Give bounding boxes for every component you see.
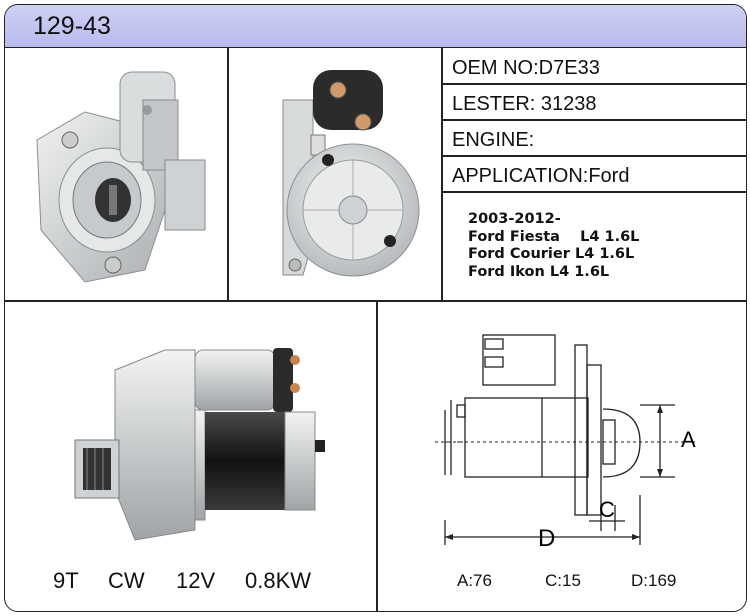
divider	[441, 191, 746, 193]
application-item: 2003-2012-	[468, 211, 561, 227]
starter-front-photo	[36, 71, 206, 283]
divider	[441, 47, 443, 301]
application-item: Ford Courier L4 1.6L	[468, 246, 635, 262]
header-bar: 129-43	[5, 5, 746, 48]
spec-sheet: 129-43	[4, 4, 747, 612]
divider	[5, 300, 746, 302]
oem-number: OEM NO:D7E33	[452, 57, 600, 79]
dimension-c: C:15	[545, 571, 581, 590]
rating-power: 0.8KW	[245, 568, 312, 593]
application-item: Ford Fiesta L4 1.6L	[468, 228, 640, 245]
rating-voltage: 12V	[176, 568, 216, 593]
diagram-label-d: D	[538, 525, 556, 552]
divider	[376, 300, 378, 611]
application-item: Ford Ikon L4 1.6L	[468, 263, 610, 280]
lester-number: LESTER: 31238	[452, 93, 597, 115]
starter-side-photo	[74, 348, 325, 541]
rating-teeth: 9T	[53, 568, 79, 593]
diagram-label-c: C	[599, 497, 615, 522]
application-list: 2003-2012- Ford Fiesta L4 1.6L Ford Cour…	[468, 211, 639, 281]
diagram-label-a: A	[681, 427, 696, 452]
divider	[227, 47, 229, 301]
divider	[441, 83, 746, 85]
engine-label: ENGINE:	[452, 129, 535, 151]
divider	[441, 119, 746, 121]
application-label: APPLICATION:Ford	[452, 165, 630, 187]
divider	[441, 155, 746, 157]
dimension-d: D:169	[631, 571, 677, 590]
starter-rear-photo	[282, 70, 420, 277]
rating-rotation: CW	[108, 568, 145, 593]
dimension-a: A:76	[457, 571, 492, 590]
dimension-drawing	[435, 334, 695, 545]
part-number-title: 129-43	[33, 12, 111, 40]
